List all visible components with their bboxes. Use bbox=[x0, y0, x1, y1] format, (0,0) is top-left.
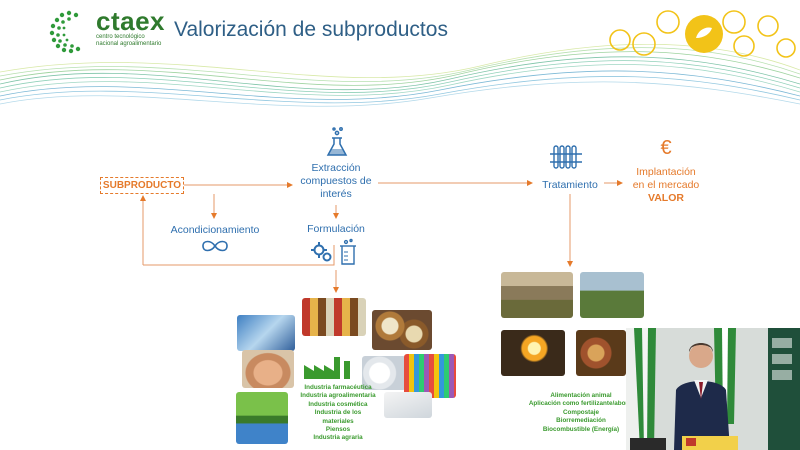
flask-icon bbox=[326, 127, 348, 156]
list-item: Industria cosmética bbox=[308, 400, 368, 408]
pigs-photo bbox=[242, 350, 294, 388]
extraccion-label-line: compuestos de bbox=[300, 175, 372, 187]
food-products-photo bbox=[302, 298, 366, 336]
logo-subtitle: centro tecnológico nacional agroalimenta… bbox=[96, 34, 206, 48]
speaker-video bbox=[626, 328, 800, 450]
implantacion-label-line: en el mercado bbox=[632, 179, 700, 191]
subproducto-node: SUBPRODUCTO bbox=[100, 177, 184, 194]
list-item: Industria agraria bbox=[313, 434, 363, 442]
list-item: Alimentación animal bbox=[550, 392, 612, 399]
list-item: Industria farmacéutica bbox=[304, 384, 372, 391]
logo-wordmark: ctaex bbox=[96, 6, 165, 36]
acondicionamiento-label: Acondicionamiento bbox=[170, 224, 260, 236]
valor-label: VALOR bbox=[648, 192, 684, 204]
lab-photo bbox=[237, 315, 295, 351]
list-item: Compostaje bbox=[562, 408, 600, 416]
infinity-icon bbox=[202, 240, 228, 252]
ctaex-logo-icon bbox=[49, 10, 81, 54]
tractor-field-photo bbox=[580, 272, 644, 318]
cosmetics-photo bbox=[372, 310, 432, 350]
logo-subtitle-line: nacional agroalimentario bbox=[96, 41, 162, 47]
formulacion-label: Formulación bbox=[307, 223, 365, 235]
list-item: materiales bbox=[322, 417, 354, 425]
list-item: Industria agroalimentaria bbox=[300, 392, 376, 400]
compost-photo bbox=[576, 330, 626, 376]
implantacion-label-line: Implantación bbox=[636, 166, 696, 178]
beaker-icon bbox=[340, 238, 356, 265]
extraccion-label: Extracción compuestos de interés bbox=[290, 162, 382, 201]
list-item: Piensos bbox=[325, 426, 351, 434]
implantacion-label: Implantación en el mercado bbox=[624, 166, 708, 192]
cotton-photo bbox=[362, 356, 406, 390]
gears-icon bbox=[311, 242, 332, 262]
list-item: Biocombustible (Energía) bbox=[542, 425, 620, 433]
livestock-photo bbox=[501, 272, 573, 318]
euro-icon: € bbox=[660, 137, 672, 159]
page-title: Valorización de subproductos bbox=[174, 18, 448, 41]
factory-icon bbox=[304, 357, 350, 379]
test-tubes-icon bbox=[550, 145, 582, 169]
fabric-photo bbox=[384, 392, 432, 418]
industries-list: Industria farmacéutica Industria agroali… bbox=[294, 384, 382, 443]
uses-list: Alimentación animal Aplicación como fert… bbox=[518, 392, 644, 434]
decorative-icons-banner bbox=[609, 10, 796, 58]
speaker-video-frame bbox=[626, 328, 800, 450]
materials-photo bbox=[404, 354, 456, 398]
extraccion-label-line: Extracción bbox=[311, 162, 361, 174]
seedlings-photo bbox=[236, 392, 288, 444]
extraccion-label-line: interés bbox=[320, 188, 352, 200]
list-item: Aplicación como fertilizante/abono bbox=[528, 400, 634, 408]
logo-subtitle-line: centro tecnológico bbox=[96, 34, 145, 40]
tratamiento-label: Tratamiento bbox=[542, 179, 598, 191]
list-item: Biorremediación bbox=[556, 417, 606, 425]
bulb-photo bbox=[501, 330, 565, 376]
list-item: Industria de los bbox=[314, 409, 362, 417]
